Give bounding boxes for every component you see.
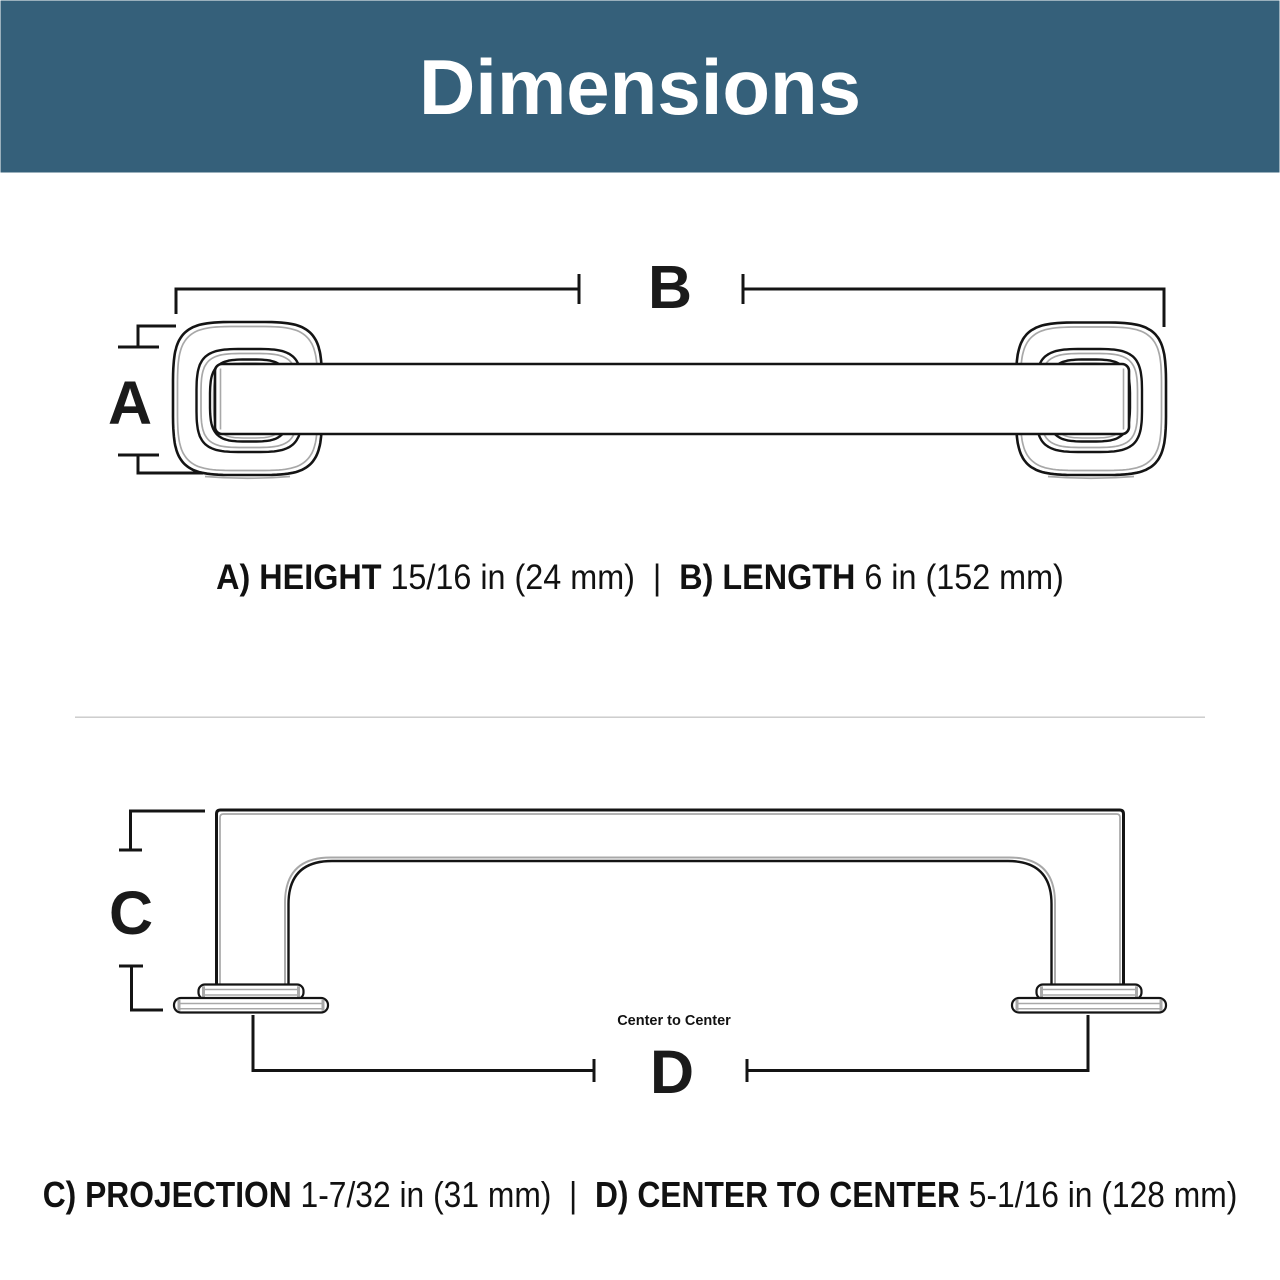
svg-text:D: D: [650, 1038, 694, 1106]
svg-text:Center to Center: Center to Center: [617, 1013, 731, 1029]
svg-text:B: B: [648, 253, 692, 321]
svg-text:Dimensions: Dimensions: [419, 43, 861, 131]
svg-text:C: C: [109, 879, 153, 947]
svg-text:C) PROJECTION 1-7/32 in (31 mm: C) PROJECTION 1-7/32 in (31 mm) | D) CEN…: [43, 1175, 1238, 1215]
svg-text:A: A: [108, 369, 152, 437]
svg-text:A) HEIGHT 15/16 in (24 mm) |: A) HEIGHT 15/16 in (24 mm) | B) LENGTH 6…: [216, 558, 1064, 597]
